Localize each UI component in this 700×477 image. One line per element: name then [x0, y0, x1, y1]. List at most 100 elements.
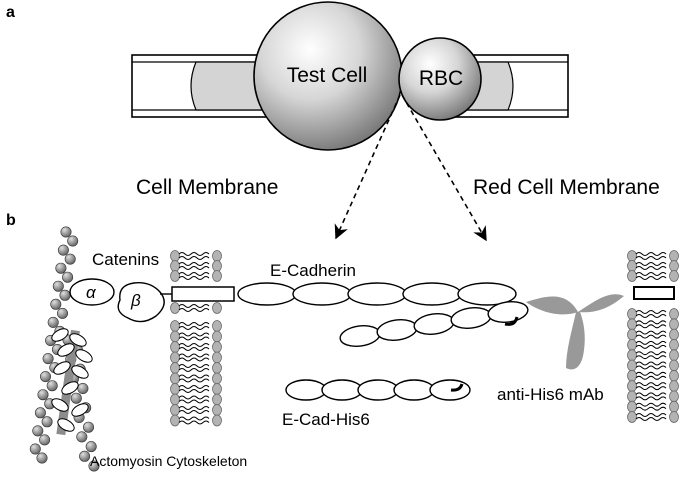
myosin-heads — [51, 328, 93, 432]
actin-bead — [29, 443, 41, 455]
lipid-pair — [627, 400, 679, 413]
myosin-head — [51, 328, 69, 342]
actin-bead — [79, 450, 91, 462]
myosin-head — [71, 365, 89, 379]
lipid-pair — [170, 362, 222, 374]
actin-bead — [88, 460, 100, 472]
ecad-his6-free — [285, 379, 471, 401]
cadherin-domain — [487, 301, 529, 323]
cadherin-domain — [285, 379, 327, 401]
actin-bead — [62, 271, 74, 283]
cadherin-domain — [393, 379, 435, 401]
ecadherin-label: E-Cadherin — [270, 261, 356, 280]
actin-bead — [77, 382, 89, 394]
myosin-head — [75, 349, 93, 363]
antibody-label: anti-His6 mAb — [497, 385, 604, 404]
cytoskeleton-label: Actomyosin Cytoskeleton — [90, 453, 247, 469]
lipid-pair — [627, 349, 679, 362]
cadherin-domain — [429, 379, 471, 401]
lipid-pair — [627, 318, 679, 331]
red-cell-membrane-label: Red Cell Membrane — [473, 176, 660, 199]
actin-bead — [60, 226, 72, 238]
lipid-pair — [170, 372, 222, 385]
actin-bead — [39, 434, 51, 446]
actin-bead — [50, 298, 62, 310]
actin-bead — [55, 262, 67, 274]
actin-bead — [37, 389, 49, 401]
cadherin-domain — [237, 282, 297, 306]
rbc-anchor — [633, 286, 675, 300]
cadherin-domain — [376, 319, 418, 341]
actin-bead — [34, 407, 46, 419]
myosin-head — [57, 343, 75, 357]
lipid-pair — [627, 250, 679, 262]
actin-bead — [64, 253, 76, 265]
lipid-pair — [170, 260, 222, 272]
beta-symbol: β — [130, 291, 141, 310]
ecad-his6-bound — [339, 301, 529, 347]
lipid-pair — [170, 393, 222, 406]
cadherin-domain — [347, 282, 407, 306]
lipid-pair — [627, 380, 679, 393]
actin-bead — [57, 244, 69, 256]
actin-bead — [59, 289, 71, 301]
test-cell-label: Test Cell — [287, 64, 368, 87]
lipid-pair — [627, 270, 679, 282]
actin-bead — [36, 452, 48, 464]
lipid-pair — [627, 369, 679, 382]
actin-bead — [32, 425, 44, 437]
cell-membrane-label: Cell Membrane — [136, 176, 278, 199]
lipid-pair — [627, 338, 679, 351]
cadherin-domain — [413, 313, 455, 335]
actin-bead — [83, 421, 95, 433]
lipid-pair — [627, 411, 679, 423]
rbc-cell — [398, 37, 482, 121]
cadherin-domain — [457, 282, 517, 306]
actin-bead — [56, 307, 68, 319]
rbc-label: RBC — [419, 67, 463, 90]
beta-catenin — [117, 282, 165, 323]
arrow-to-cell-membrane — [334, 94, 401, 240]
alpha-catenin — [69, 278, 115, 306]
lipid-pair — [170, 330, 222, 343]
catenins-label: Catenins — [92, 250, 159, 269]
lipid-pair — [170, 341, 222, 353]
panel-b-label: b — [6, 212, 16, 229]
anti-his6-antibody — [526, 294, 624, 370]
his6-tag-bound — [504, 316, 519, 326]
cadherin-domain — [357, 379, 399, 401]
lipid-pair — [627, 308, 679, 320]
actin-bead — [52, 280, 64, 292]
actin-bead — [76, 431, 88, 443]
actin-bead — [85, 441, 97, 453]
actin-bead — [46, 380, 58, 392]
myosin-head — [61, 381, 79, 395]
ecad-his6-label: E-Cad-His6 — [282, 410, 370, 429]
lipid-pair — [170, 383, 222, 395]
lipid-pair — [170, 250, 222, 262]
lipid-pair — [170, 320, 222, 332]
actin-bead — [47, 316, 59, 328]
cadherin-domain — [339, 325, 381, 347]
lipid-pair — [627, 390, 679, 403]
myosin-head — [51, 398, 69, 412]
arrow-to-red-cell-membrane — [401, 94, 487, 242]
myosin-head — [71, 403, 89, 417]
ecadherin-transmembrane — [171, 286, 235, 302]
cadherin-domain — [402, 282, 462, 306]
myosin-head — [57, 418, 75, 432]
lipid-pair — [170, 270, 222, 282]
lipid-pair — [170, 404, 222, 416]
myosin-head — [53, 361, 71, 375]
actin-bead — [67, 235, 79, 247]
cadherin-domain — [321, 379, 363, 401]
cadherin-domain — [450, 307, 492, 329]
red-cell-membrane-bilayer — [627, 250, 679, 423]
lipid-pair — [627, 328, 679, 341]
actin-bead — [39, 371, 51, 383]
lipid-pair — [170, 414, 222, 427]
myosin-head — [69, 333, 87, 347]
panel-a-label: a — [6, 4, 15, 21]
